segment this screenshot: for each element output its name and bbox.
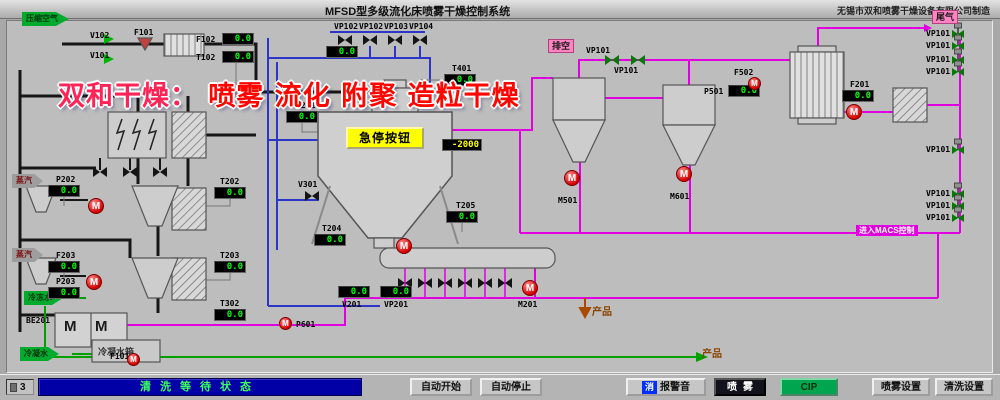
page-indicator[interactable]: 3 <box>6 379 34 395</box>
tag-t202: T202 <box>220 177 240 186</box>
be201-motor-2: M <box>95 318 108 335</box>
tag-t205: T205 <box>456 201 476 210</box>
pump-p601[interactable]: M <box>279 317 292 330</box>
display-p202[interactable]: 0.0 <box>48 185 80 197</box>
display-f102[interactable]: 0.0 <box>222 33 254 45</box>
tag-t203: T203 <box>220 251 240 260</box>
auto-stop-button[interactable]: 自动停止 <box>480 378 542 396</box>
display-vp-manifold[interactable]: 0.0 <box>326 46 358 58</box>
display-t204[interactable]: 0.0 <box>314 234 346 246</box>
tag-vp101-r1: VP101 <box>926 29 951 38</box>
spray-button[interactable]: 喷雾 <box>714 378 766 396</box>
tag-be201: BE201 <box>26 316 51 325</box>
tag-f101: F101 <box>134 28 154 37</box>
emergency-stop-button[interactable]: 急停按钮 <box>346 127 424 149</box>
tag-t201: T201 <box>296 101 316 110</box>
display-t203[interactable]: 0.0 <box>214 261 246 273</box>
tag-vp101a: VP101 <box>586 46 611 55</box>
title-bar: MFSD型多级流化床喷雾干燥控制系统 无锡市双和喷雾干燥设备有限公司制造 <box>0 0 1000 19</box>
tag-vp101-r3: VP101 <box>926 55 951 64</box>
tag-f201: F201 <box>850 80 870 89</box>
tag-vp101-r5: VP101 <box>926 145 951 154</box>
tag-p202: P202 <box>56 175 76 184</box>
tag-v201: V201 <box>342 300 362 309</box>
display-vp201[interactable]: 0.0 <box>380 286 412 298</box>
tag-t204: T204 <box>322 224 342 233</box>
display-t102[interactable]: 0.0 <box>222 51 254 63</box>
tag-vp101-r2: VP101 <box>926 41 951 50</box>
tag-t102: T102 <box>196 53 216 62</box>
tag-p501: P501 <box>704 87 724 96</box>
page-title: MFSD型多级流化床喷雾干燥控制系统 <box>325 6 511 18</box>
motor-m501[interactable]: M <box>564 170 580 186</box>
status-bar: 清洗等待状态 <box>38 378 362 396</box>
page-number: 3 <box>20 381 26 393</box>
fan-motor-1[interactable]: M <box>88 198 104 214</box>
display-p203[interactable]: 0.0 <box>48 287 80 299</box>
vent-label: 排空 <box>548 39 575 53</box>
tag-p601: P601 <box>296 320 316 329</box>
tag-vp103: VP103 <box>384 22 409 31</box>
clean-settings-button[interactable]: 清洗设置 <box>935 378 993 396</box>
tag-v301: V301 <box>298 180 318 189</box>
tag-f203: F203 <box>56 251 76 260</box>
motor-m601[interactable]: M <box>676 166 692 182</box>
display-t302[interactable]: 0.0 <box>214 309 246 321</box>
tag-vp101-r7: VP101 <box>926 201 951 210</box>
auto-start-button[interactable]: 自动开始 <box>410 378 472 396</box>
tag-t302: T302 <box>220 299 240 308</box>
tag-v101: V101 <box>90 51 110 60</box>
tag-m501: M501 <box>558 196 578 205</box>
fan-motor-2[interactable]: M <box>86 274 102 290</box>
tag-m601: M601 <box>670 192 690 201</box>
diagram-panel <box>6 20 993 373</box>
display-t205[interactable]: 0.0 <box>446 211 478 223</box>
status-text: 清洗等待状态 <box>140 381 260 393</box>
mute-alarm-button[interactable]: 消 报警音 <box>626 378 706 396</box>
tag-vp201: VP201 <box>384 300 409 309</box>
tag-v102: V102 <box>90 31 110 40</box>
tag-vp102a: VP102 <box>334 22 359 31</box>
tag-f102: F102 <box>196 35 216 44</box>
display-t202[interactable]: 0.0 <box>214 187 246 199</box>
footer-bar: 3 清洗等待状态 自动开始 自动停止 消 报警音 喷雾 CIP 喷雾设置 清洗设… <box>0 374 1000 400</box>
spray-settings-button[interactable]: 喷雾设置 <box>872 378 930 396</box>
mute-flag: 消 <box>641 380 657 394</box>
tag-vp102b: VP102 <box>359 22 384 31</box>
tag-vp101b: VP101 <box>614 66 639 75</box>
display-f203[interactable]: 0.0 <box>48 261 80 273</box>
tag-t401: T401 <box>452 64 472 73</box>
display-chamber-pressure[interactable]: -2000 <box>442 139 482 151</box>
compressed-air-arrow: 压缩空气 <box>22 12 69 26</box>
be201-motor-1: M <box>64 318 77 335</box>
tag-p203: P203 <box>56 277 76 286</box>
display-t401[interactable]: 0.0 <box>444 74 476 86</box>
exhaust-fan-motor[interactable]: M <box>846 104 862 120</box>
tag-f502: F502 <box>734 68 754 77</box>
cip-button[interactable]: CIP <box>780 378 838 396</box>
vessel-motor[interactable]: M <box>396 238 412 254</box>
tail-gas-label: 尾气 <box>932 10 959 24</box>
tag-vp101-r4: VP101 <box>926 67 951 76</box>
display-v201[interactable]: 0.0 <box>338 286 370 298</box>
alarm-label: 报警音 <box>660 381 690 393</box>
tag-vp104: VP104 <box>409 22 434 31</box>
motor-m201[interactable]: M <box>522 280 538 296</box>
tag-vp101-r8: VP101 <box>926 213 951 222</box>
display-f201[interactable]: 0.0 <box>842 90 874 102</box>
company-name: 无锡市双和喷雾干燥设备有限公司制造 <box>836 6 990 16</box>
pump-f502[interactable]: M <box>748 77 761 90</box>
display-t201[interactable]: 0.0 <box>286 111 318 123</box>
tag-vp101-r6: VP101 <box>926 189 951 198</box>
product-label-1: 产品 <box>592 307 612 318</box>
page-icon <box>10 382 17 392</box>
pump-f101[interactable]: M <box>127 353 140 366</box>
macs-line-label: 进入MACS控制 <box>856 225 918 236</box>
tag-m201: M201 <box>518 300 538 309</box>
product-label-2: 产品 <box>702 349 722 360</box>
